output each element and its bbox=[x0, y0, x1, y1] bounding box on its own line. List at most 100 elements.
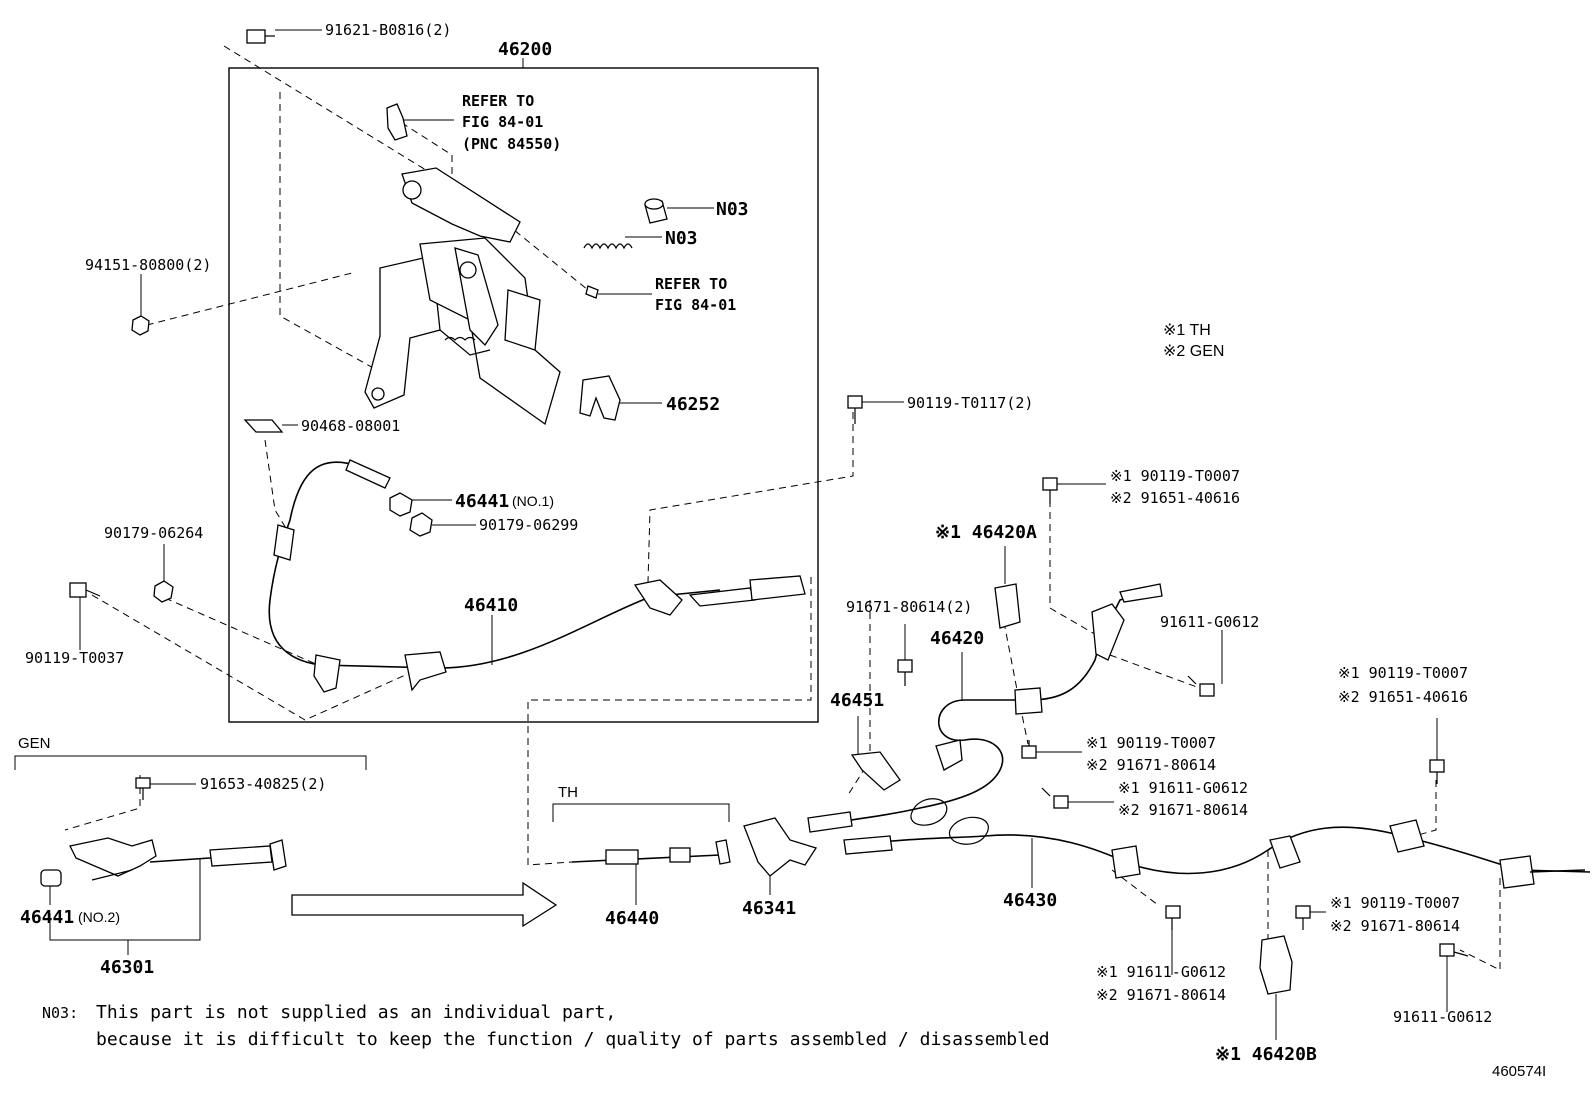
cable-46430 bbox=[843, 819, 1591, 889]
label-bolt-b1-b: ※2 91671-80614 bbox=[1096, 986, 1226, 1004]
bracket-46420A bbox=[994, 583, 1021, 629]
cable-loop bbox=[949, 816, 989, 845]
label-bolt-c2-b: ※2 91671-80614 bbox=[1118, 801, 1248, 819]
dash-clip bbox=[264, 439, 288, 531]
label-bolt-mid2: 91671-80614(2) bbox=[846, 598, 972, 616]
label-refer1-l3: (PNC 84550) bbox=[462, 135, 561, 153]
clip-90468 bbox=[243, 419, 284, 433]
nut-94151 bbox=[131, 315, 150, 336]
bolt-refer2 bbox=[585, 285, 599, 299]
adjuster-46441-no1 bbox=[389, 492, 413, 517]
dash-bolt-b1 bbox=[1111, 869, 1159, 906]
replace-arrow bbox=[291, 881, 558, 928]
label-bracket-b: ※1 46420B bbox=[1215, 1044, 1317, 1065]
label-bolt-b1-a: ※1 91611-G0612 bbox=[1096, 963, 1226, 981]
gen-group-bracket bbox=[49, 858, 201, 941]
dash-refer1 bbox=[401, 122, 453, 186]
label-bolt-r5: 91611-G0612 bbox=[1393, 1008, 1492, 1026]
dash-bolt-r1 bbox=[1049, 500, 1106, 641]
note-line-1: This part is not supplied as an individu… bbox=[96, 1002, 616, 1023]
label-bolt-c1-b: ※2 91671-80614 bbox=[1086, 756, 1216, 774]
label-adjuster-no1: 46441 bbox=[455, 491, 509, 512]
bracket-46420B bbox=[1259, 935, 1293, 995]
label-n03-b: N03 bbox=[665, 228, 698, 249]
label-legend-2: ※2 GEN bbox=[1163, 343, 1224, 360]
label-refer1-l2: FIG 84-01 bbox=[462, 113, 543, 131]
dash-46420a bbox=[1003, 621, 1029, 745]
th-bracket bbox=[552, 803, 730, 822]
bolt-c2 bbox=[1041, 787, 1069, 809]
label-bracket-a: ※1 46420A bbox=[935, 522, 1037, 543]
dash-bolt-r2 bbox=[1109, 654, 1206, 691]
dash-nut-left bbox=[134, 272, 353, 329]
nut-90179-06264 bbox=[153, 580, 174, 603]
cable-loop-2 bbox=[910, 798, 948, 826]
dash-nut-left2 bbox=[164, 597, 326, 669]
dash-left-bracket bbox=[279, 92, 396, 381]
label-gen: GEN bbox=[18, 735, 51, 752]
dash-refer2 bbox=[486, 207, 589, 291]
label-pad: 46252 bbox=[666, 394, 720, 415]
label-cable-front: 46410 bbox=[464, 595, 518, 616]
bolt-91621 bbox=[246, 29, 275, 44]
bolt-71-80614 bbox=[897, 659, 913, 686]
label-bolt-r3-b: ※2 91651-40616 bbox=[1338, 688, 1468, 706]
label-nut-adjuster: 90179-06299 bbox=[479, 516, 578, 534]
label-bolt-c2-a: ※1 91611-G0612 bbox=[1118, 779, 1248, 797]
label-refer1-l1: REFER TO bbox=[462, 92, 534, 110]
label-nut-left2: 90179-06264 bbox=[104, 524, 203, 542]
label-clip-46341: 46341 bbox=[742, 898, 796, 919]
nut-90179-06299 bbox=[409, 512, 433, 537]
label-equalizer-th: 46440 bbox=[605, 908, 659, 929]
dash-gen-bolt bbox=[64, 775, 141, 831]
label-adjuster-no2-suffix: (NO.2) bbox=[78, 909, 120, 925]
switch-part bbox=[386, 103, 408, 141]
spring-n03 bbox=[583, 243, 633, 250]
label-refer2-l2: FIG 84-01 bbox=[655, 296, 736, 314]
label-cable-no3: 46430 bbox=[1003, 890, 1057, 911]
label-bolt-top: 91621-B0816(2) bbox=[325, 21, 451, 39]
note-line-2: because it is difficult to keep the func… bbox=[96, 1029, 1050, 1050]
pedal-lever-assembly bbox=[364, 167, 561, 426]
label-assy-main: 46200 bbox=[498, 39, 552, 60]
gen-bracket bbox=[14, 755, 367, 770]
bolt-90119-T0037 bbox=[69, 582, 101, 598]
bolt-r5 bbox=[1439, 943, 1469, 957]
label-bolt-r3-a: ※1 90119-T0007 bbox=[1338, 664, 1468, 682]
figure-id: 460574I bbox=[1492, 1063, 1546, 1080]
cable-46410 bbox=[268, 459, 806, 693]
dash-bolt-r5 bbox=[1459, 878, 1501, 971]
label-bolt-left: 90119-T0037 bbox=[25, 649, 124, 667]
cable-46420 bbox=[807, 583, 1163, 833]
label-clip-top: 90468-08001 bbox=[301, 417, 400, 435]
label-equalizer-gen: 46301 bbox=[100, 957, 154, 978]
bracket-46451 bbox=[850, 751, 901, 791]
dash-bolt-r3 bbox=[1417, 780, 1437, 836]
note-code: N03: bbox=[42, 1004, 78, 1022]
label-cable-no2: 46420 bbox=[930, 628, 984, 649]
label-legend-1: ※1 TH bbox=[1163, 322, 1211, 339]
label-refer2-l1: REFER TO bbox=[655, 275, 727, 293]
label-bracket-46451: 46451 bbox=[830, 690, 884, 711]
bolt-r2 bbox=[1187, 675, 1215, 697]
label-bolt-r4-b: ※2 91671-80614 bbox=[1330, 917, 1460, 935]
label-bolt-r1-a: ※1 90119-T0007 bbox=[1110, 467, 1240, 485]
bolt-r4 bbox=[1295, 905, 1311, 930]
label-th: TH bbox=[558, 784, 578, 801]
dash-bolt-left bbox=[91, 594, 413, 721]
clip-46341 bbox=[743, 817, 818, 877]
label-bolt-r2: 91611-G0612 bbox=[1160, 613, 1259, 631]
dash-bolt-top bbox=[223, 45, 453, 187]
pad-46252 bbox=[579, 375, 621, 421]
adjuster-46441-no2 bbox=[40, 869, 62, 887]
equalizer-46440 bbox=[571, 839, 731, 865]
label-bolt-c1-a: ※1 90119-T0007 bbox=[1086, 734, 1216, 752]
label-n03-a: N03 bbox=[716, 199, 749, 220]
label-nut-left: 94151-80800(2) bbox=[85, 256, 211, 274]
bolt-b1 bbox=[1165, 905, 1181, 930]
label-bolt-r4-a: ※1 90119-T0007 bbox=[1330, 894, 1460, 912]
bolt-91653 bbox=[135, 777, 151, 800]
bolt-90119-T0117 bbox=[847, 395, 863, 424]
